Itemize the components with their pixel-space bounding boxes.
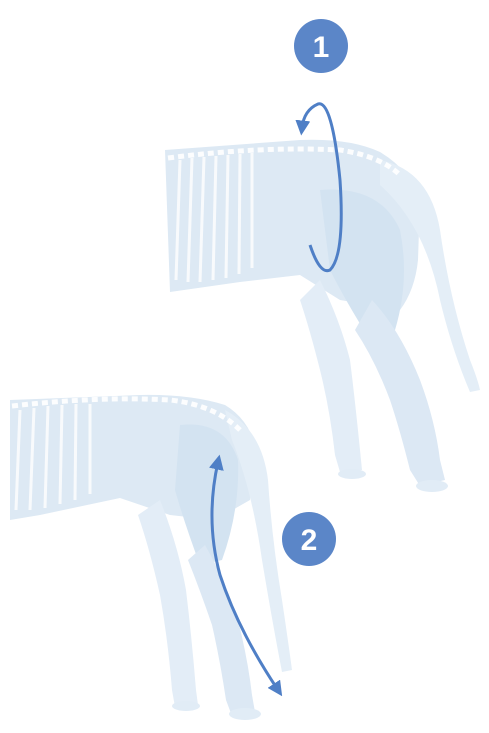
paw-1a (416, 480, 448, 492)
step-badge-1: 1 (294, 19, 348, 73)
paw-1b (338, 469, 366, 479)
dog-hindquarters-figure-2 (10, 395, 292, 720)
rear-leg-2 (188, 545, 255, 716)
thigh-2 (175, 424, 238, 565)
step-badge-2: 2 (282, 512, 336, 566)
step-number-2: 2 (301, 524, 318, 557)
paw-2a (229, 708, 261, 720)
step-number-1: 1 (313, 31, 330, 64)
paw-2b (172, 701, 200, 711)
rear-leg-1 (355, 300, 445, 486)
